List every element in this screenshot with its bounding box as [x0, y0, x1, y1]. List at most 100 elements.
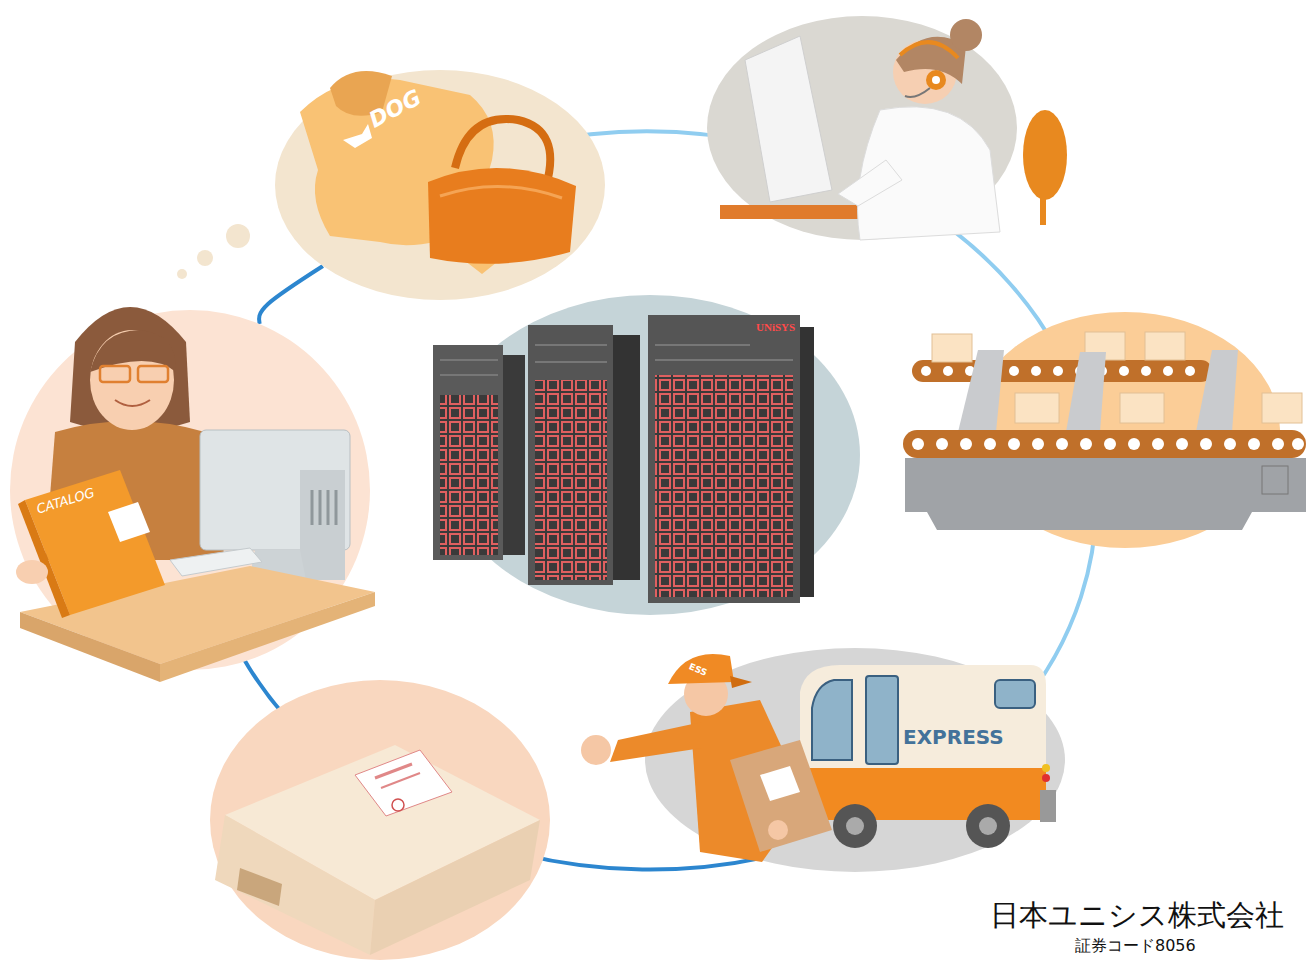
conveyor-figure	[1032, 438, 1044, 450]
conveyor-figure	[943, 366, 953, 376]
conveyor-figure	[1120, 393, 1164, 423]
conveyor-figure	[1009, 366, 1019, 376]
customer-figure	[327, 490, 330, 525]
thought-dots	[226, 224, 250, 248]
node-ellipse	[275, 70, 605, 300]
securities-code: 証券コード8056	[1075, 937, 1196, 955]
handbag-figure	[440, 186, 562, 198]
server-racks	[655, 344, 750, 346]
conveyor-figure	[912, 438, 924, 450]
conveyor-figure	[936, 438, 948, 450]
conveyor-figure	[1053, 366, 1063, 376]
conveyor-figure	[932, 334, 972, 362]
operator-figure	[905, 88, 930, 97]
conveyor-figure	[1056, 438, 1068, 450]
conveyor-figure	[1015, 393, 1059, 423]
server-racks	[440, 345, 793, 375]
customer-figure	[18, 500, 70, 618]
conveyor-figure	[1119, 366, 1129, 376]
operator-figure	[1040, 195, 1046, 225]
thought-dots	[197, 250, 213, 266]
customer-figure	[312, 490, 336, 525]
operator-figure	[720, 19, 1067, 240]
server-racks	[648, 315, 800, 603]
customer-figure	[16, 560, 48, 584]
van-figure	[866, 676, 898, 764]
conveyor-figure	[921, 366, 1195, 376]
conveyor-figure	[905, 458, 1306, 530]
server-racks	[503, 355, 525, 555]
operator-figure	[932, 76, 940, 84]
server-racks	[535, 344, 607, 346]
courier-figure	[730, 740, 832, 852]
server-racks	[535, 380, 607, 580]
thought-dots	[177, 224, 250, 279]
van-figure	[1042, 764, 1050, 772]
conveyor-figure	[1152, 438, 1164, 450]
package-figure	[370, 820, 540, 955]
customer-figure	[160, 592, 375, 682]
sweater-figure	[330, 71, 392, 116]
operator-figure	[838, 160, 902, 206]
handbag-figure	[428, 119, 576, 264]
van-figure	[800, 665, 1056, 848]
package-figure	[237, 868, 282, 906]
conveyor-figure	[903, 430, 1306, 458]
package-circle	[210, 680, 550, 960]
courier-figure	[581, 654, 832, 862]
customer-figure	[16, 307, 375, 682]
van-figure	[1042, 774, 1050, 782]
conveyor-figure	[1185, 366, 1195, 376]
conveyor-figure	[903, 332, 1306, 530]
operator-figure	[900, 42, 958, 58]
customer-figure	[319, 490, 322, 525]
package-figure	[355, 750, 452, 816]
server-racks	[655, 375, 793, 597]
customer-figure	[138, 366, 168, 382]
package-figure	[215, 745, 540, 955]
customer-figure	[311, 490, 314, 525]
courier-figure	[768, 820, 788, 840]
conveyor-figure	[1224, 438, 1236, 450]
conveyor-figure	[912, 360, 1212, 382]
courier-figure	[610, 722, 702, 762]
conveyor-figure	[1145, 332, 1185, 360]
conveyor-figure	[984, 438, 996, 450]
conveyor-figure	[912, 438, 1304, 450]
conveyor-figure	[1080, 438, 1092, 450]
sweater-figure	[343, 124, 372, 148]
operator-figure	[926, 70, 946, 90]
conveyor-figure	[1176, 438, 1188, 450]
operator-circle	[707, 16, 1017, 240]
server-racks	[655, 359, 793, 361]
server-logo: UNiSYS	[756, 321, 795, 333]
conveyor-figure	[960, 438, 972, 450]
conveyor-figure	[1196, 350, 1238, 432]
server-racks	[535, 361, 607, 363]
conveyor-figure	[1262, 393, 1302, 423]
van-figure	[979, 817, 997, 835]
conveyor-figure	[1066, 352, 1106, 432]
customer-figure	[20, 612, 160, 682]
ring-connector	[259, 266, 323, 324]
van-figure	[812, 680, 852, 760]
server-racks	[440, 374, 498, 376]
package-figure	[215, 815, 375, 955]
courier-figure	[668, 654, 734, 684]
operator-figure	[745, 36, 832, 202]
customer-figure	[70, 307, 190, 432]
server-racks	[528, 325, 613, 585]
van-figure	[833, 804, 877, 848]
customer-figure	[108, 502, 150, 542]
van-figure	[995, 680, 1035, 708]
customer-figure	[335, 490, 338, 525]
conveyor-figure	[1128, 438, 1140, 450]
server-racks	[613, 335, 640, 580]
conveyor-figure	[1272, 438, 1284, 450]
server-racks	[440, 395, 498, 555]
label-layer: 日本ユニシス株式会社証券コード8056	[0, 0, 294, 32]
server-racks	[433, 315, 814, 603]
company-name: 日本ユニシス株式会社	[990, 900, 1284, 932]
van-figure	[800, 768, 1046, 820]
